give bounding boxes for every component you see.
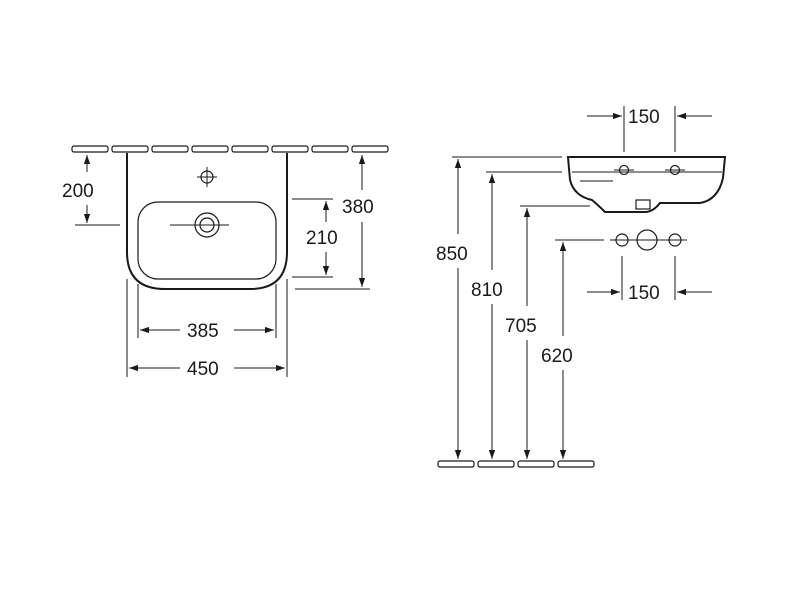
basin-bowl <box>137 201 277 280</box>
tap-hole-icon <box>197 167 217 187</box>
dim-label-200: 200 <box>62 181 94 202</box>
waste-fittings-icon <box>610 229 687 251</box>
basin-side-profile <box>566 156 727 213</box>
dim-label-450: 450 <box>187 359 219 380</box>
dim-label-380: 380 <box>342 197 374 218</box>
dimension-385: 385 <box>137 284 277 342</box>
dimension-810: 810 <box>471 171 562 459</box>
dimension-200: 200 <box>62 155 120 226</box>
side-view: 150 150 850 810 705 <box>436 106 727 468</box>
waste-outlet-icon <box>170 212 229 238</box>
dimension-150-bottom: 150 <box>587 256 712 304</box>
dimension-450: 450 <box>126 279 288 380</box>
dim-label-150-top: 150 <box>628 107 660 128</box>
dimension-380: 380 <box>295 155 374 290</box>
dim-label-705: 705 <box>505 316 537 337</box>
basin-outline <box>126 153 288 290</box>
front-view: 200 210 380 385 <box>62 145 389 380</box>
floor-strip <box>437 460 595 468</box>
dimension-620: 620 <box>541 239 604 459</box>
dimension-705: 705 <box>505 205 590 459</box>
dimension-850: 850 <box>436 156 562 459</box>
dim-label-150-bottom: 150 <box>628 283 660 304</box>
dim-label-810: 810 <box>471 280 503 301</box>
dim-label-620: 620 <box>541 346 573 367</box>
dim-label-850: 850 <box>436 244 468 265</box>
dimension-150-top: 150 <box>587 106 712 152</box>
wall-strip-front <box>71 145 389 153</box>
dimension-210: 210 <box>292 198 338 278</box>
dim-label-385: 385 <box>187 321 219 342</box>
dim-label-210: 210 <box>306 228 338 249</box>
